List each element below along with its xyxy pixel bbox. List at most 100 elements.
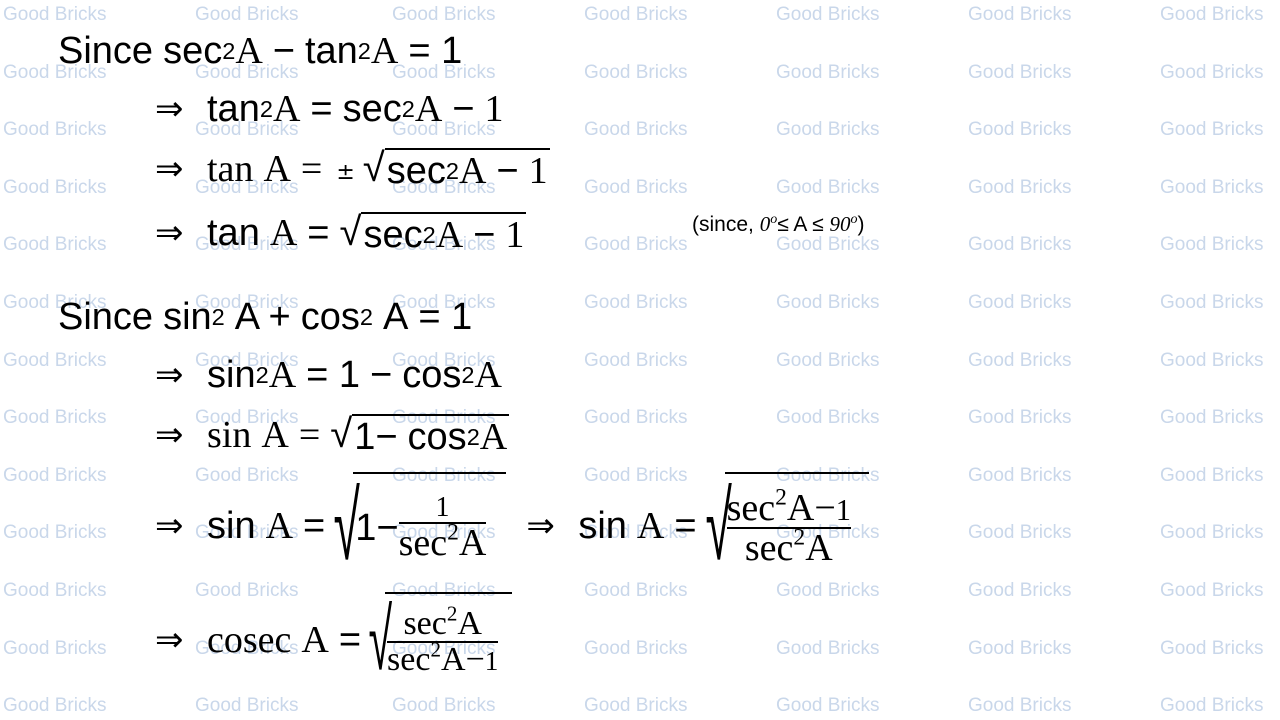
equals-sign: = (307, 212, 330, 254)
watermark-text: Good Bricks (1160, 464, 1264, 486)
fraction-bar (387, 641, 499, 643)
minus-sign: − (370, 354, 393, 396)
watermark-text: Good Bricks (968, 695, 1072, 717)
radicand: 1− 1 sec2A (353, 472, 507, 580)
sec-term: sec (163, 30, 223, 72)
equals-sign: = (310, 88, 333, 130)
watermark-text: Good Bricks (584, 292, 688, 313)
minus-sign: − (814, 487, 836, 529)
step-cosec-result: ⇒ cosec A = √ sec2A sec2A−1 (155, 590, 513, 690)
watermark-text: Good Bricks (584, 407, 688, 429)
fraction-bar (398, 522, 487, 524)
watermark-text: Good Bricks (776, 4, 880, 25)
number: 1 (354, 416, 376, 458)
note-close: ) (857, 213, 865, 236)
radical-sign: √ (362, 145, 385, 191)
implies-arrow: ⇒ (155, 506, 184, 546)
fraction: sec2A−1 sec2A (726, 486, 851, 569)
equals-sign: = (298, 414, 321, 456)
note-zero: 0 (759, 212, 771, 236)
watermark-text: Good Bricks (584, 4, 688, 25)
sec-term: sec (363, 214, 423, 256)
variable: A (805, 527, 833, 569)
sec-term: sec (403, 605, 447, 642)
variable: A (414, 88, 443, 130)
minus-sign: − (452, 88, 475, 130)
watermark-text: Good Bricks (968, 464, 1072, 486)
watermark-text: Good Bricks (1160, 407, 1264, 429)
fraction-bar (726, 527, 851, 529)
watermark-text: Good Bricks (584, 61, 688, 83)
radical-sign: √ (368, 590, 393, 690)
equals-sign: = (338, 619, 362, 661)
fraction: 1 sec2A (398, 494, 487, 562)
square-root: √ 1− 1 sec2A (325, 472, 507, 580)
variable-plus: A + (234, 296, 291, 338)
number: 1 (355, 507, 377, 549)
watermark-text: Good Bricks (1160, 176, 1264, 198)
range-note: (since, 0o≤ A ≤ 90o) (692, 212, 864, 237)
watermark-text: Good Bricks (776, 580, 880, 601)
variable: A (479, 416, 508, 458)
variable: A (383, 296, 409, 338)
implies-arrow: ⇒ (155, 89, 184, 129)
watermark-text: Good Bricks (584, 176, 688, 198)
fraction: sec2A sec2A−1 (387, 603, 499, 678)
watermark-text: Good Bricks (968, 176, 1072, 198)
watermark-text: Good Bricks (392, 695, 496, 717)
watermark-text: Good Bricks (3, 176, 107, 198)
watermark-text: Good Bricks (3, 522, 107, 544)
sin-term: sin (207, 505, 256, 547)
watermark-text: Good Bricks (968, 349, 1072, 371)
watermark-text: Good Bricks (968, 234, 1072, 256)
watermark-text: Good Bricks (776, 119, 880, 141)
watermark-text: Good Bricks (584, 349, 688, 371)
radical-sign: √ (705, 470, 732, 582)
variable: A (636, 505, 665, 547)
variable: A (268, 354, 297, 396)
watermark-text: Good Bricks (968, 637, 1072, 659)
exponent: 2 (775, 484, 787, 511)
note-range: ≤ A ≤ (777, 213, 824, 236)
square-root: √ sec2A−1 sec2A (697, 472, 869, 580)
watermark-text: Good Bricks (1160, 695, 1264, 717)
sec-term: sec (342, 88, 402, 130)
number: 1 (505, 214, 525, 256)
sec-term: sec (387, 641, 431, 678)
implies-arrow: ⇒ (155, 415, 184, 455)
since-label: Since (58, 30, 154, 72)
watermark-text: Good Bricks (968, 407, 1072, 429)
variable: A (435, 214, 464, 256)
tan-term: tan (207, 88, 260, 130)
watermark-text: Good Bricks (3, 234, 107, 256)
watermark-text: Good Bricks (776, 349, 880, 371)
cosec-term: cosec (207, 619, 292, 661)
exponent: 2 (430, 637, 442, 662)
variable: A (786, 487, 815, 529)
fraction-denominator: sec2A−1 (387, 639, 498, 678)
minus-sign: − (496, 150, 519, 192)
radicand: sec2A sec2A−1 (385, 592, 513, 688)
watermark-text: Good Bricks (968, 522, 1072, 544)
implies-arrow: ⇒ (155, 620, 184, 660)
watermark-text: Good Bricks (968, 119, 1072, 141)
watermark-text: Good Bricks (776, 637, 880, 659)
sec-term: sec (386, 150, 446, 192)
number: 1 (484, 88, 504, 130)
watermark-text: Good Bricks (584, 695, 688, 717)
sin-term: sin (163, 296, 212, 338)
variable: A (235, 30, 263, 72)
implies-arrow: ⇒ (155, 149, 184, 189)
variable: A (457, 605, 482, 642)
watermark-text: Good Bricks (776, 234, 880, 256)
tan-term: tan (207, 148, 254, 190)
radical-sign: √ (330, 411, 353, 457)
fraction-denominator: sec2A (745, 526, 833, 569)
watermark-text: Good Bricks (3, 637, 107, 659)
watermark-text: Good Bricks (3, 580, 107, 601)
